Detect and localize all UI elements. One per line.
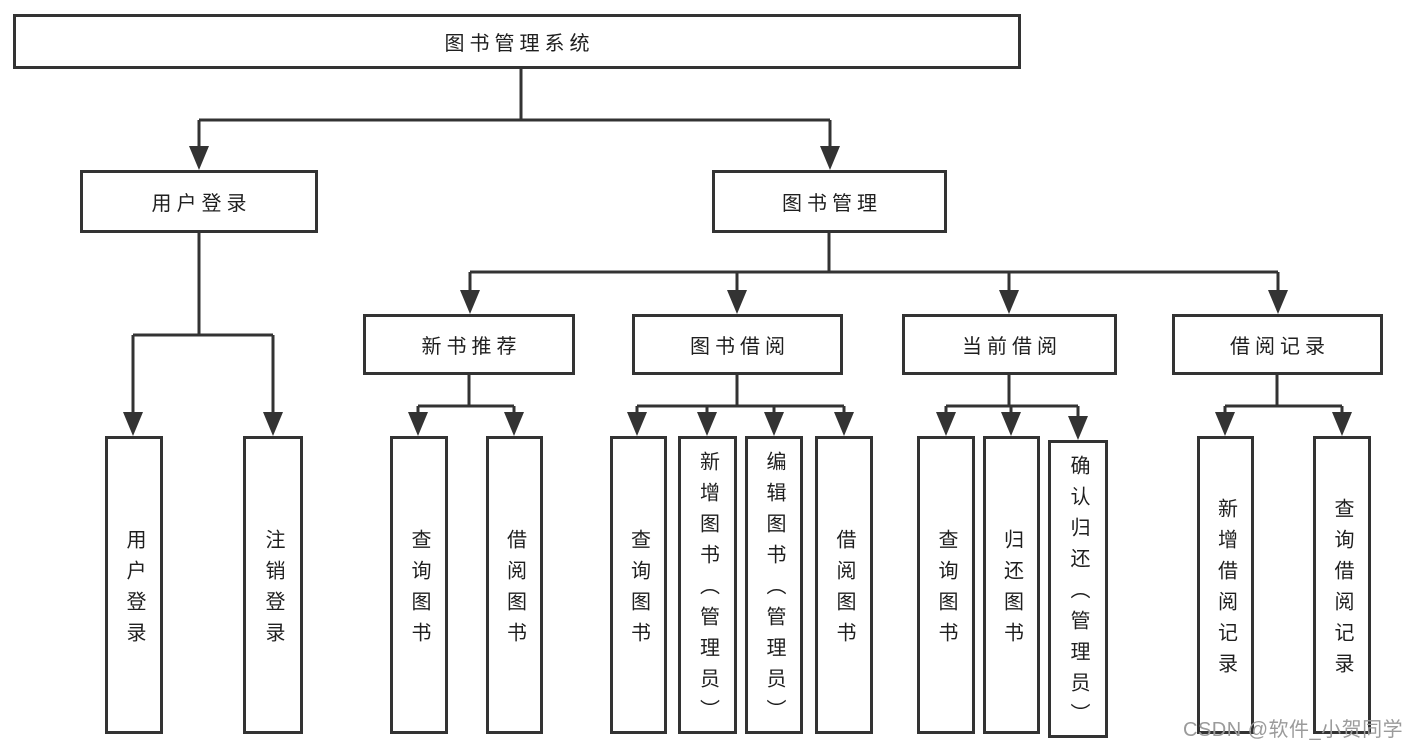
arrowhead: [1332, 412, 1352, 436]
arrowhead: [189, 146, 209, 170]
arrowhead: [123, 412, 143, 436]
edge-current-borrow-to-leaves: [936, 375, 1088, 440]
arrowhead: [999, 290, 1019, 314]
node-user-login: 用户登录: [80, 170, 318, 233]
arrowhead: [820, 146, 840, 170]
node-new-book-label: 新书推荐: [421, 336, 522, 358]
node-root-label: 图书管理系统: [444, 33, 595, 55]
edge-root-to-level2: [189, 68, 840, 170]
leaf-cb-return-label: 归还图书: [1000, 528, 1023, 653]
edge-borrow-record-to-leaves: [1215, 375, 1352, 436]
arrowhead: [408, 412, 428, 436]
arrowhead: [764, 412, 784, 436]
arrowhead: [263, 412, 283, 436]
node-book-borrow-label: 图书借阅: [690, 336, 790, 358]
arrowhead: [1215, 412, 1235, 436]
leaf-cb-return: 归还图书: [983, 436, 1040, 734]
leaf-cb-confirm: 确认归还（管理员）: [1048, 440, 1108, 738]
csdn-watermark: CSDN @软件_小贺同学: [1183, 719, 1404, 741]
arrowhead: [1268, 290, 1288, 314]
leaf-cb-confirm-label: 确认归还（管理员）: [1067, 455, 1089, 734]
arrowhead: [936, 412, 956, 436]
arrowhead: [1001, 412, 1021, 436]
leaf-bb-edit-label: 编辑图书（管理员）: [763, 451, 785, 730]
edge-book-borrow-to-leaves: [627, 375, 854, 436]
edge-new-book-to-leaves: [408, 375, 524, 436]
leaf-br-add: 新增借阅记录: [1197, 436, 1254, 734]
leaf-bb-borrow: 借阅图书: [815, 436, 873, 734]
node-book-mgmt-label: 图书管理: [782, 193, 882, 215]
leaf-logout: 注销登录: [243, 436, 303, 734]
leaf-br-query: 查询借阅记录: [1313, 436, 1371, 734]
leaf-logout-label: 注销登录: [262, 528, 284, 653]
leaf-br-add-label: 新增借阅记录: [1214, 497, 1237, 684]
arrowhead: [504, 412, 524, 436]
arrowhead: [834, 412, 854, 436]
node-root: 图书管理系统: [13, 14, 1021, 69]
leaf-bb-add: 新增图书（管理员）: [678, 436, 737, 734]
leaf-br-query-label: 查询借阅记录: [1331, 497, 1353, 684]
arrowhead: [460, 290, 480, 314]
leaf-cb-query: 查询图书: [917, 436, 975, 734]
leaf-user-login-label: 用户登录: [123, 528, 145, 653]
node-book-borrow: 图书借阅: [632, 314, 843, 375]
arrowhead: [627, 412, 647, 436]
edge-book-mgmt-to-level3: [460, 233, 1288, 314]
arrowhead: [727, 290, 747, 314]
node-borrow-record: 借阅记录: [1172, 314, 1383, 375]
leaf-bb-query: 查询图书: [610, 436, 667, 734]
leaf-nb-query-label: 查询图书: [408, 528, 430, 653]
node-new-book: 新书推荐: [363, 314, 575, 375]
node-book-mgmt: 图书管理: [712, 170, 947, 233]
edge-user-login-to-leaves: [123, 233, 283, 436]
arrowhead: [697, 412, 717, 436]
arrowhead: [1068, 416, 1088, 440]
leaf-cb-query-label: 查询图书: [935, 528, 957, 653]
node-current-borrow: 当前借阅: [902, 314, 1117, 375]
leaf-user-login: 用户登录: [105, 436, 163, 734]
leaf-nb-query: 查询图书: [390, 436, 448, 734]
leaf-bb-borrow-label: 借阅图书: [833, 528, 855, 653]
leaf-bb-query-label: 查询图书: [627, 528, 650, 653]
leaf-nb-borrow-label: 借阅图书: [503, 528, 526, 653]
node-current-borrow-label: 当前借阅: [962, 336, 1062, 358]
leaf-nb-borrow: 借阅图书: [486, 436, 543, 734]
leaf-bb-add-label: 新增图书（管理员）: [696, 451, 719, 730]
leaf-bb-edit: 编辑图书（管理员）: [745, 436, 803, 734]
node-borrow-record-label: 借阅记录: [1230, 336, 1330, 358]
node-user-login-label: 用户登录: [151, 193, 252, 215]
